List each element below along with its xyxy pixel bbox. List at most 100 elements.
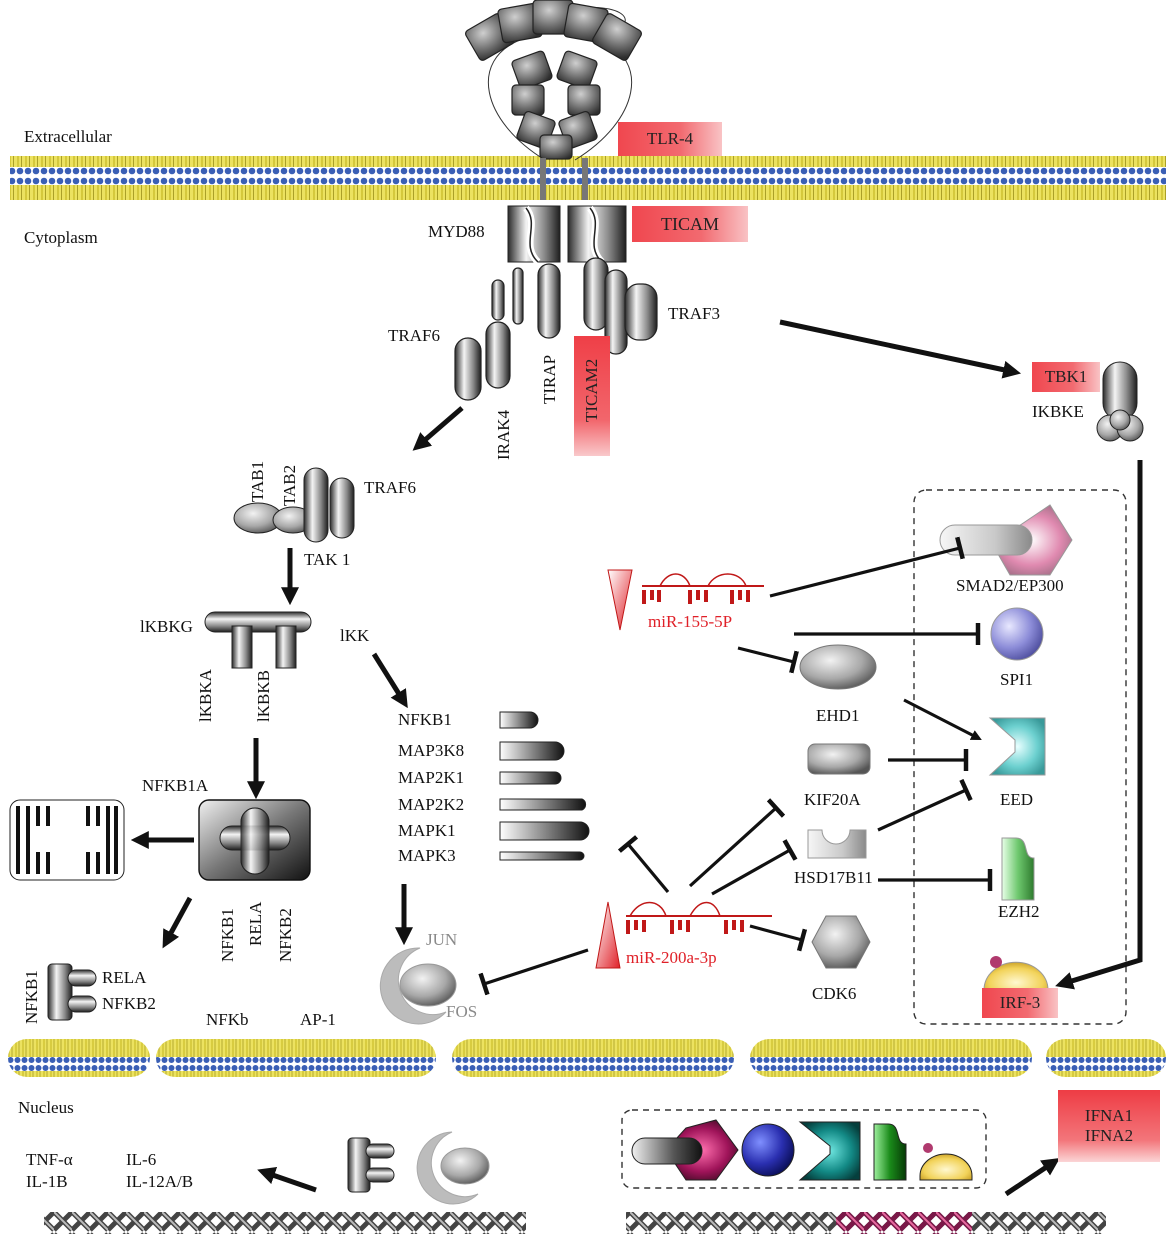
ap1-nuclear-label: AP-1 [300, 1010, 336, 1029]
tlr4-receptor-icon [465, 0, 642, 200]
mir155-icon [607, 569, 764, 631]
ap1-complex-icon [379, 947, 457, 1025]
jun-label: JUN [426, 930, 458, 949]
ikbka-label: lKBKA [196, 669, 215, 722]
inhibition-lines [478, 536, 993, 996]
ap1-nuclear-icon [416, 1131, 490, 1205]
myd88-label: MYD88 [428, 222, 485, 241]
ifna2-label: IFNA2 [1084, 1126, 1134, 1145]
ikbkg-complex-icon [204, 611, 312, 669]
tak1-complex-icon [233, 467, 355, 543]
hsd17b11-label: HSD17B11 [794, 868, 873, 887]
ehd1-label: EHD1 [816, 706, 860, 725]
tirap-label: TIRAP [540, 354, 559, 404]
ticam-highlight: TICAM [632, 206, 748, 242]
irak4-icon [485, 321, 511, 389]
tlr4-highlight: TLR-4 [618, 122, 722, 156]
eed-nuclear-icon [798, 1121, 861, 1181]
il6-label: IL-6 [126, 1150, 157, 1169]
cytoplasm-label: Cytoplasm [24, 228, 98, 247]
traf6-label: TRAF6 [364, 478, 416, 497]
ezh2-nuclear-icon [873, 1123, 907, 1181]
ikbkb-label: lKBKB [254, 670, 273, 722]
mapk-list-item-mapk1: MAPK1 [398, 821, 456, 840]
spi1-label: SPI1 [1000, 670, 1034, 689]
nucleus-label: Nucleus [18, 1098, 74, 1117]
cdk6-label: CDK6 [812, 984, 857, 1003]
irf3-highlight: IRF-3 [982, 988, 1058, 1018]
rela-small-label: RELA [102, 968, 147, 987]
mir200a-icon [595, 901, 772, 969]
tab1-label: TAB1 [248, 460, 267, 502]
traf3-icon [624, 283, 658, 341]
nuclear-targets [631, 1119, 973, 1181]
ifna1-label: IFNA1 [1084, 1106, 1134, 1125]
ikbke-label: IKBKE [1032, 402, 1084, 421]
tbk1-label: TBK1 [1044, 367, 1088, 386]
tlr4-label: TLR-4 [646, 129, 694, 148]
nfkb2-small-label: NFKB2 [102, 994, 156, 1013]
eed-icon [988, 717, 1046, 776]
smad-nuclear-bar-icon [631, 1137, 703, 1165]
mapk-list-item-nfkb1: NFKB1 [398, 710, 452, 729]
ikk-label: lKK [340, 626, 370, 645]
mapk-list-item-mapk3: MAPK3 [398, 846, 456, 865]
activation-arrows [130, 319, 1143, 1197]
dna-left-icon [44, 1212, 526, 1234]
extracellular-label: Extracellular [24, 127, 112, 146]
irak4-small-icon [512, 267, 524, 325]
nfkb1-small-label: NFKB1 [22, 970, 41, 1024]
irf3-nuclear-dot-icon [923, 1143, 933, 1153]
ticam2-label: TICAM2 [582, 358, 601, 422]
ehd1-icon [799, 644, 877, 690]
mir200a-label: miR-200a-3p [626, 948, 717, 967]
arrows-thin [903, 698, 982, 740]
tak1-label: TAK 1 [304, 550, 351, 569]
mir155-label: miR-155-5P [648, 612, 733, 631]
kif20a-icon [807, 743, 871, 775]
il12-label: IL-12A/B [126, 1172, 194, 1191]
ticam-icon [567, 205, 627, 265]
dna-right-highlight-icon [836, 1212, 972, 1234]
irak4-connector-icon [491, 279, 505, 321]
irak4-label: IRAK4 [494, 409, 513, 460]
eed-label: EED [1000, 790, 1034, 809]
ticam2-highlight: TICAM2 [574, 336, 610, 456]
nfkb1a-label: NFKB1A [142, 776, 209, 795]
ikbkg-label: lKBKG [140, 617, 193, 636]
irf3-nuclear-icon [919, 1153, 973, 1181]
mapk-list-item-map2k1: MAP2K1 [398, 768, 465, 787]
tirap-icon [537, 263, 561, 339]
nfkb-nuclear-icon [347, 1137, 395, 1193]
smad-label: SMAD2/EP300 [956, 576, 1064, 595]
mapk-list-item-map3k8: MAP3K8 [398, 741, 465, 760]
rela-label: RELA [246, 901, 265, 946]
spi1-nuclear-icon [741, 1123, 795, 1177]
tbk1-ikbke-icon [1096, 361, 1144, 442]
degraded-ikb-icon [9, 799, 125, 881]
target-gene-box [913, 489, 1127, 1025]
nfkb1a-complex-icon [198, 799, 311, 881]
tab2-label: TAB2 [280, 464, 299, 506]
mapk-bars [499, 711, 590, 861]
il1b-label: IL-1B [26, 1172, 68, 1191]
nuclear-target-box [621, 1109, 987, 1189]
tbk1-highlight: TBK1 [1032, 362, 1100, 392]
myd88-icon [507, 205, 561, 265]
hsd17b11-icon [807, 829, 867, 859]
traf6-upper-icon [454, 337, 482, 401]
ifna-highlight: IFNA1 IFNA2 [1058, 1090, 1160, 1162]
irf3-label: IRF-3 [999, 993, 1041, 1012]
mapk-list-item-map2k2: MAP2K2 [398, 795, 465, 814]
irf3-icon [983, 956, 1049, 997]
nfkb2-label: NFKB2 [276, 908, 295, 962]
ticam-label: TICAM [661, 213, 719, 234]
nuclear-membrane [8, 1039, 1166, 1077]
nfkb1-label: NFKB1 [218, 908, 237, 962]
fos-label: FOS [446, 1002, 478, 1021]
ezh2-icon [1001, 837, 1035, 901]
nfkb-small-complex-icon [47, 963, 97, 1021]
tnf-label: TNF-α [26, 1150, 73, 1169]
